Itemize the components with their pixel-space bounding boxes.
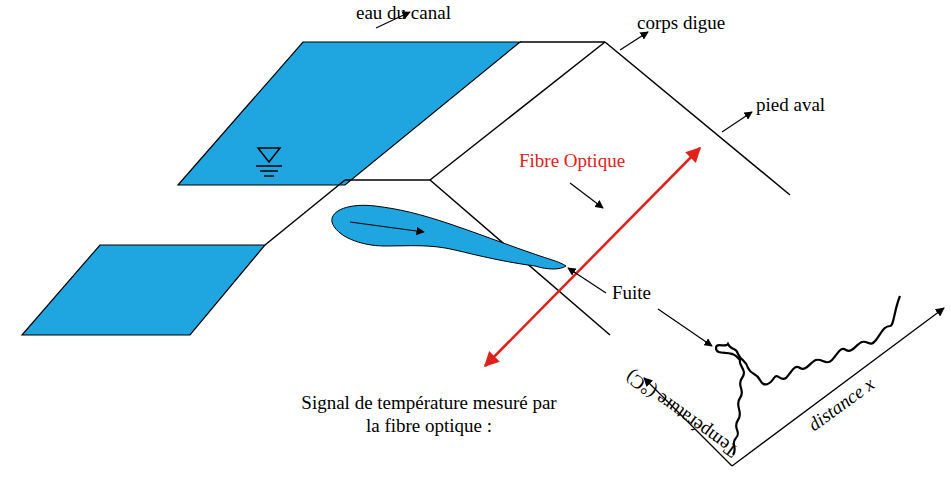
optical-fibre	[485, 148, 700, 366]
axis-label: Température (°C)	[621, 365, 742, 462]
part-label: pied aval	[756, 94, 825, 117]
signal-caption: Signal de température mesuré par la fibr…	[298, 392, 560, 438]
leak-label: Fuite	[612, 282, 651, 305]
flow-arrow	[350, 222, 424, 232]
leak-plume	[332, 205, 566, 269]
fibre-label: Fibre Optique	[519, 150, 625, 173]
canal-water	[178, 42, 520, 185]
canal-water-front	[22, 245, 265, 335]
part-label: corps digue	[637, 12, 725, 35]
axis-label: distance x	[804, 373, 879, 436]
dike-outline	[265, 42, 790, 335]
water-label: eau du canal	[356, 2, 451, 25]
temperature-signal	[716, 296, 900, 455]
water-level-symbol	[256, 148, 282, 176]
leader-lines	[376, 12, 752, 346]
graph-axes	[644, 308, 944, 466]
